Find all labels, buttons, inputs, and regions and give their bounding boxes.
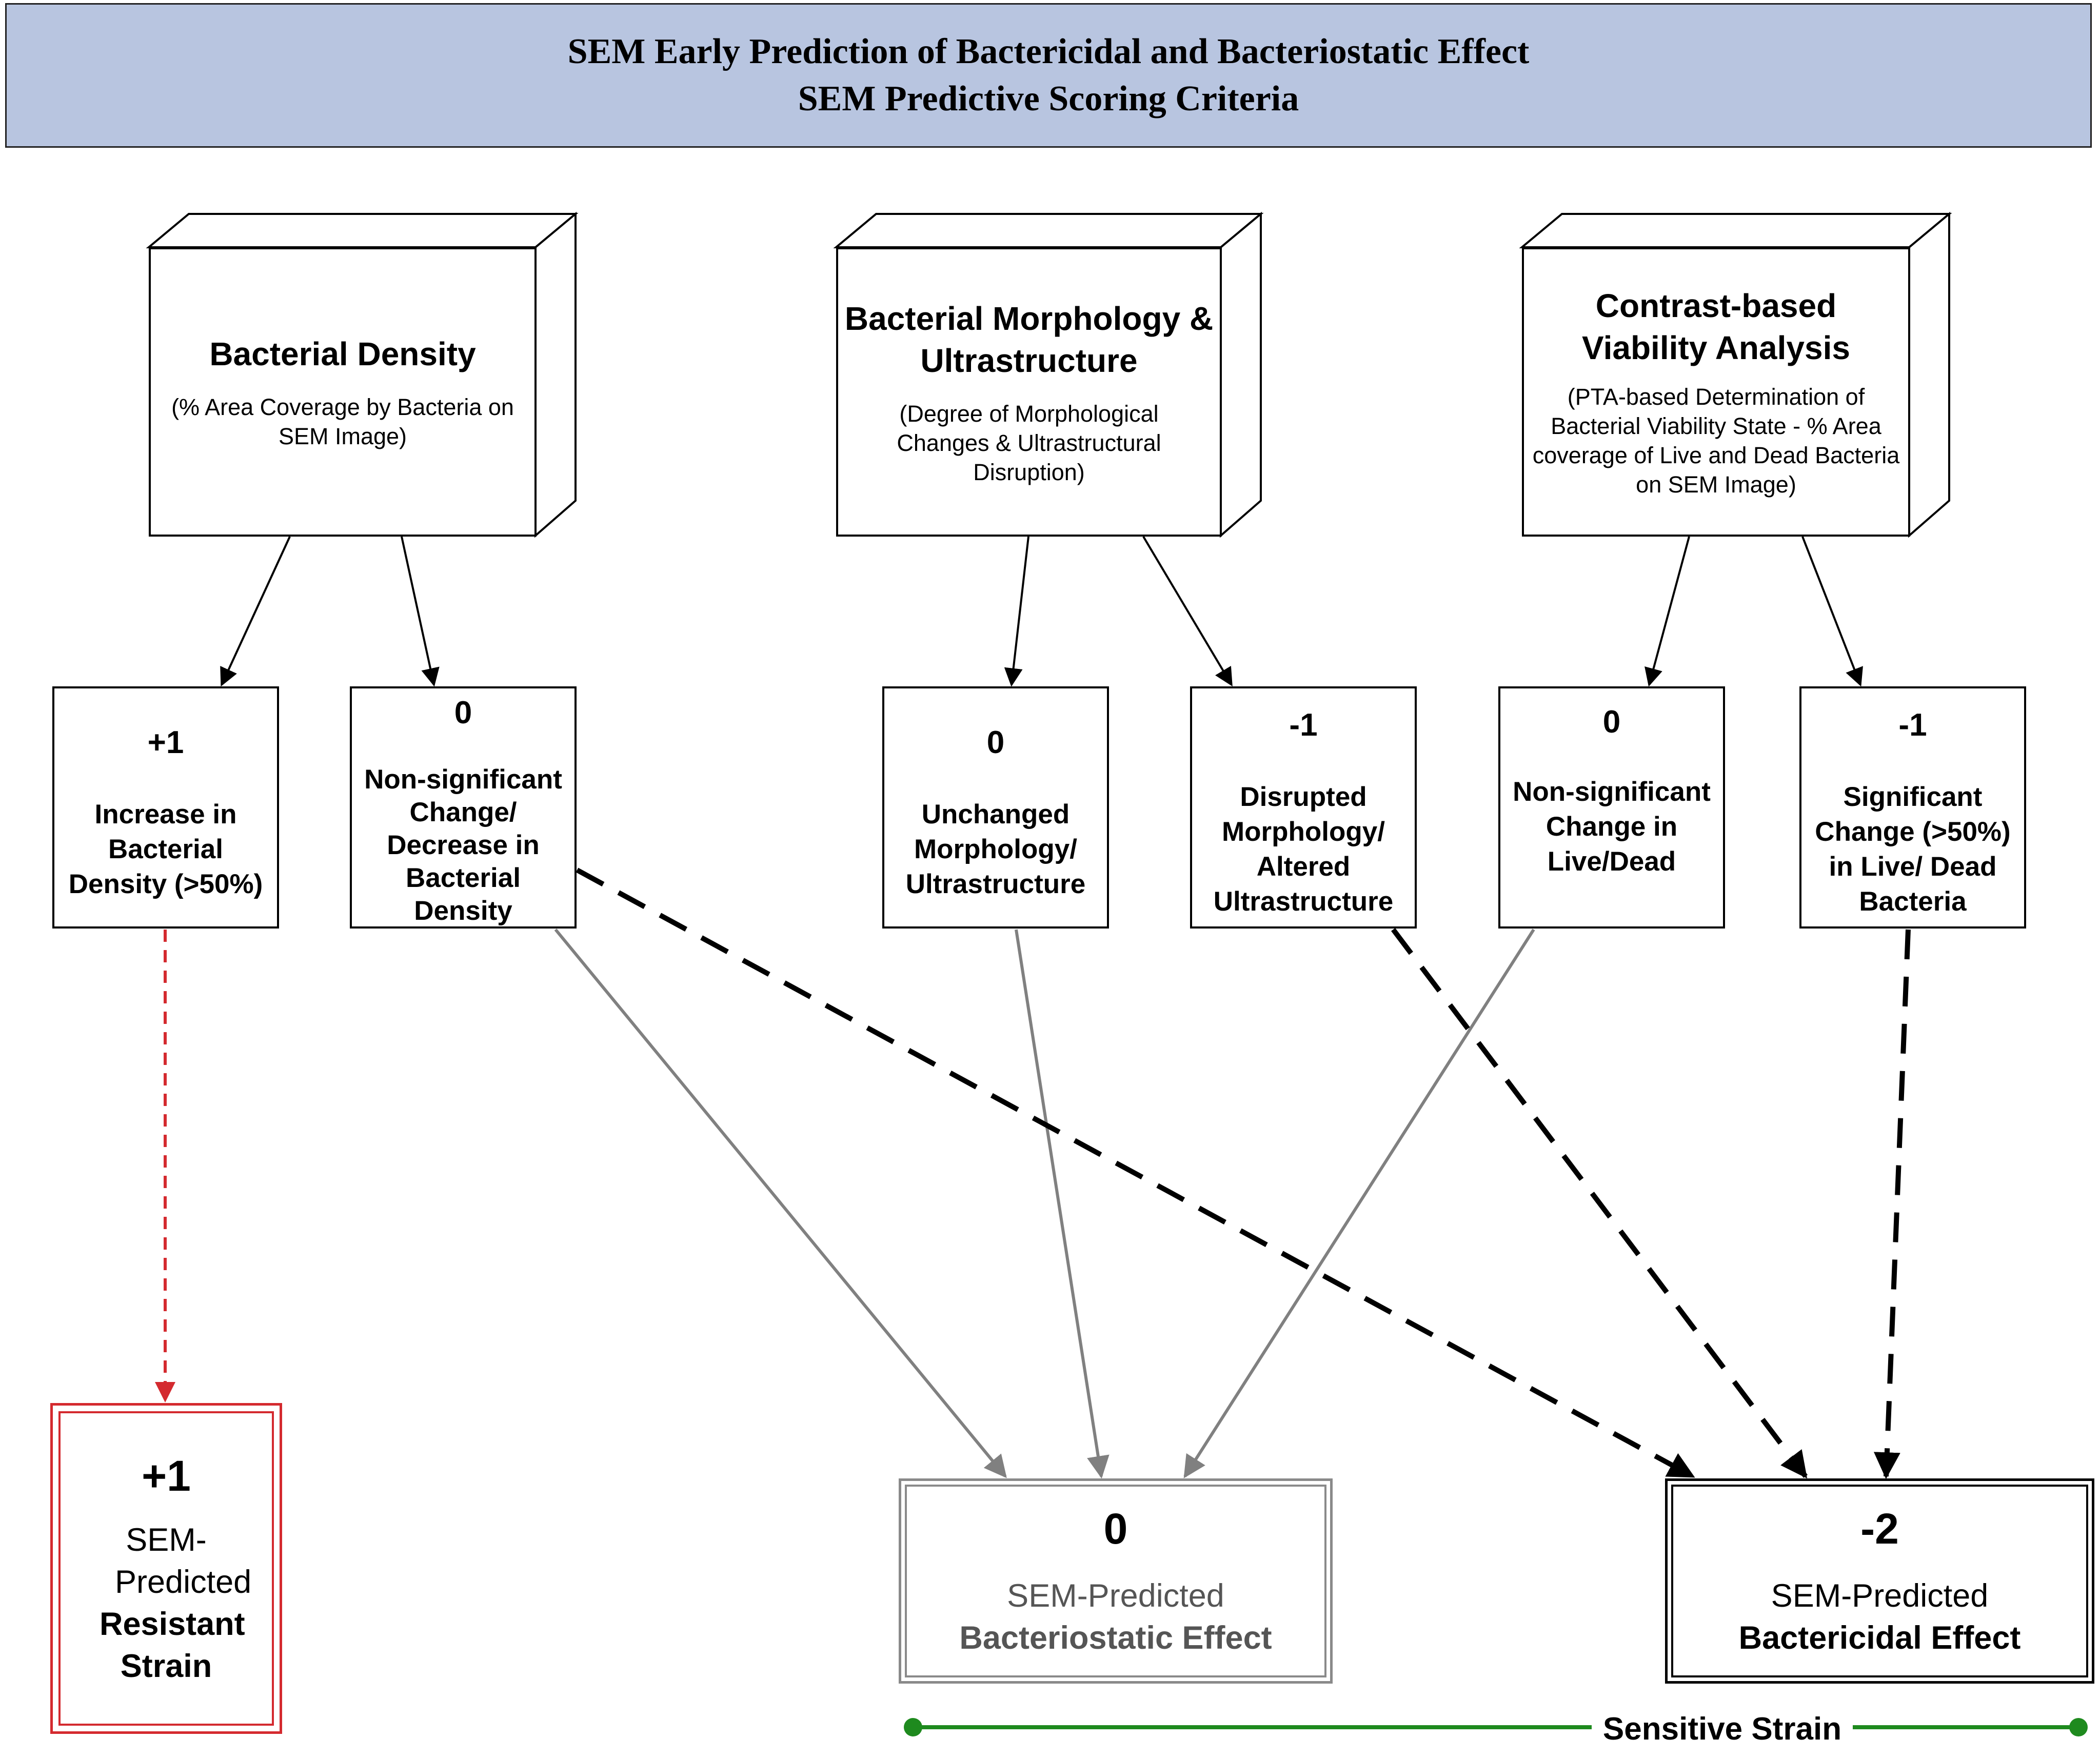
outcome-label: SEM-Predicted: [1771, 1578, 1989, 1614]
score-description: Non-significant Change in Live/Dead: [1513, 777, 1711, 877]
score-value: 0: [986, 725, 1005, 760]
arrow-viability-zero-to-bacteriostatic: [1183, 929, 1535, 1478]
category-bacterial-density: Bacterial Density (% Area Coverage by Ba…: [149, 247, 537, 537]
score-value: -1: [1289, 707, 1318, 743]
outcome-bacteriostatic-effect: 0 SEM-Predicted Bacteriostatic Effect: [899, 1478, 1333, 1684]
outcome-label: SEM-Predicted: [115, 1522, 252, 1600]
arrow-morphology-minus1-to-bactericidal: [1391, 927, 1808, 1479]
score-description: Unchanged Morphology/ Ultrastructure: [905, 799, 1086, 899]
category-title: Contrast-based Viability Analysis: [1582, 287, 1850, 366]
arrow-density-to-bactericidal: [576, 867, 1695, 1479]
arrow-morphology-zero-to-bacteriostatic: [1015, 929, 1110, 1479]
sensitive-strain-bracket: [904, 1718, 2088, 1736]
outcome-resistant-strain: +1 SEM-Predicted Resistant Strain: [50, 1403, 282, 1734]
category-title: Bacterial Density: [209, 335, 476, 372]
title-line-1: SEM Early Prediction of Bactericidal and…: [567, 32, 1530, 71]
title-line-2: SEM Predictive Scoring Criteria: [798, 79, 1299, 118]
category-subtitle: (Degree of Morphological Changes & Ultra…: [897, 400, 1161, 485]
outcome-score: 0: [1103, 1505, 1128, 1553]
category-bacterial-morphology: Bacterial Morphology & Ultrastructure (D…: [836, 247, 1222, 537]
arrow-viability-to-minus1: [1801, 536, 1863, 687]
category-title: Bacterial Morphology & Ultrastructure: [844, 300, 1214, 379]
score-box-density-increase: +1 Increase in Bacterial Density (>50%): [52, 686, 279, 929]
score-value: 0: [1602, 704, 1621, 740]
title-banner: SEM Early Prediction of Bactericidal and…: [5, 3, 2092, 148]
score-box-viability-nonsignificant: 0 Non-significant Change in Live/Dead: [1498, 686, 1725, 929]
category-subtitle: (% Area Coverage by Bacteria on SEM Imag…: [171, 394, 514, 449]
category-box-3-depth: [1519, 211, 1952, 538]
outcome-bactericidal-effect: -2 SEM-Predicted Bactericidal Effect: [1665, 1478, 2094, 1684]
sensitive-strain-endpoint-right: [2069, 1718, 2088, 1736]
arrow-morphology-to-minus1: [1142, 536, 1233, 687]
score-value: +1: [147, 725, 184, 760]
category-viability-analysis: Contrast-based Viability Analysis (PTA-b…: [1522, 247, 1910, 537]
arrow-viability-to-zero: [1645, 536, 1690, 687]
sensitive-strain-label-wrap: Sensitive Strain: [1375, 1706, 2070, 1752]
outcome-effect: Bacteriostatic Effect: [959, 1620, 1272, 1656]
score-description: Disrupted Morphology/ Altered Ultrastruc…: [1213, 782, 1394, 917]
score-description: Non-significant Change/ Decrease in Bact…: [364, 764, 562, 926]
arrow-morphology-to-zero: [1004, 536, 1029, 687]
outcome-score: +1: [142, 1451, 191, 1500]
outcome-label: SEM-Predicted: [1007, 1578, 1224, 1614]
score-box-density-nonsignificant: 0 Non-significant Change/ Decrease in Ba…: [350, 686, 577, 929]
arrow-density-to-zero: [401, 536, 440, 687]
sensitive-strain-label: Sensitive Strain: [1591, 1710, 1853, 1747]
category-subtitle: (PTA-based Determination of Bacterial Vi…: [1532, 384, 1900, 498]
score-box-viability-significant: -1 Significant Change (>50%) in Live/ De…: [1799, 686, 2026, 929]
outcome-score: -2: [1860, 1505, 1899, 1553]
score-description: Significant Change (>50%) in Live/ Dead …: [1815, 782, 2011, 917]
score-description: Increase in Bacterial Density (>50%): [68, 799, 263, 899]
score-box-morphology-disrupted: -1 Disrupted Morphology/ Altered Ultrast…: [1190, 686, 1417, 929]
score-value: 0: [454, 695, 472, 730]
category-box-1-depth: [146, 211, 579, 538]
sensitive-strain-endpoint-left: [904, 1718, 922, 1736]
arrow-viability-minus1-to-bactericidal: [1873, 929, 1911, 1479]
outcome-effect: Bactericidal Effect: [1738, 1620, 2021, 1656]
score-box-morphology-unchanged: 0 Unchanged Morphology/ Ultrastructure: [882, 686, 1109, 929]
arrow-density-zero-to-bacteriostatic: [554, 929, 1007, 1478]
outcome-effect: Resistant Strain: [100, 1606, 245, 1684]
arrow-density-to-plus1: [220, 536, 291, 687]
score-value: -1: [1898, 707, 1927, 743]
